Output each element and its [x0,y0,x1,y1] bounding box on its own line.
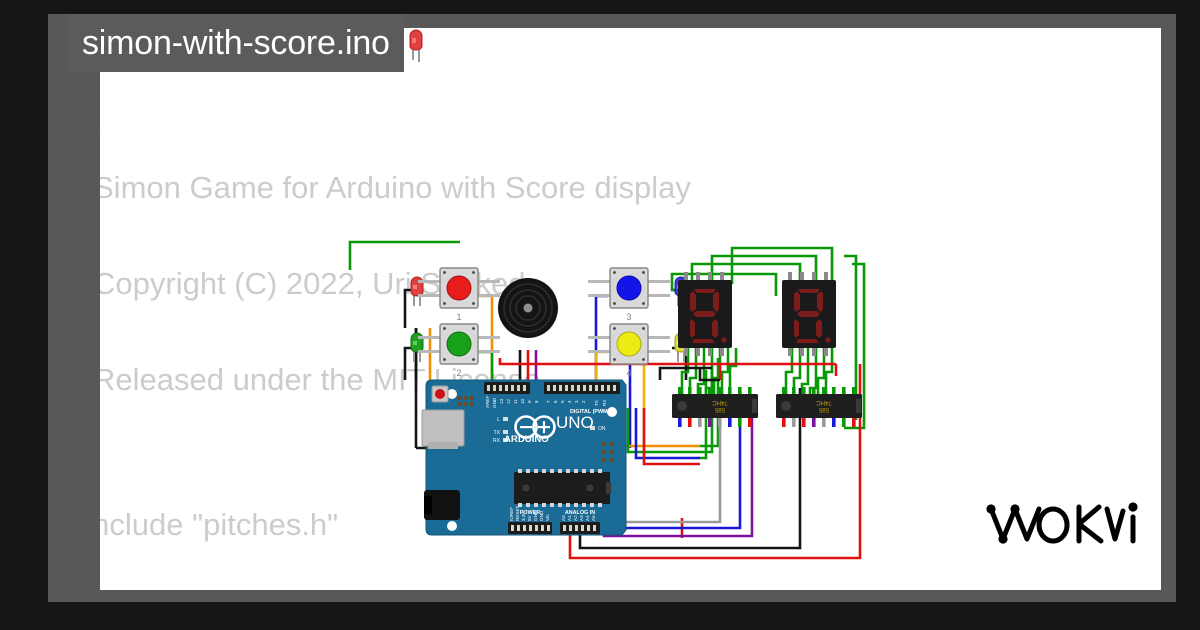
seven-segment-display-1[interactable] [678,272,732,356]
pin-label-gnd1: GND [533,510,538,521]
pushbutton-yellow[interactable]: 4 [588,323,670,378]
pin-label-12: 12 [506,398,511,404]
board-brand: ARDUINO [504,434,549,445]
pushbutton-red-label: 1 [456,312,461,322]
crop-band-top [0,0,1200,14]
pin-label-4: 4 [567,400,572,403]
analog-header-label: ANALOG IN [565,510,595,516]
board-model: UNO [556,413,594,432]
crop-band-left [0,0,48,630]
pin-label-8: 8 [534,400,539,403]
pushbutton-red[interactable]: 1 [418,267,500,322]
shift-register-2-part: 74HC [816,399,832,405]
file-title-bar: simon-with-score.ino [68,14,404,72]
pin-label-5v: 5V [527,514,532,521]
pin-label-9: 9 [527,400,532,403]
pin-label-a2: A2 [573,515,578,521]
usb-connector [421,409,465,449]
red-led-standalone[interactable] [409,29,423,62]
pin-label-13: 13 [499,398,504,404]
buzzer[interactable] [498,278,558,338]
pin-label-a0: A0 [561,515,566,521]
pin-label-3v3: 3.3V [521,511,526,521]
arduino-uno-board[interactable]: AREF GND 13 12 11 10 9 8 7 6 5 4 3 2 [421,379,627,536]
led-label-l: L [497,417,500,423]
seven-segment-display-2[interactable] [782,272,836,356]
pin-label-2: 2 [581,400,586,403]
led-label-tx: TX [494,430,501,436]
shift-register-2-number: 595 [818,406,829,412]
microcontroller-chip [514,469,611,507]
pin-label-10: 10 [520,398,525,404]
led-label-on: ON [598,426,606,432]
pin-label-vin: Vin [545,514,550,521]
pin-label-a3: A3 [579,515,584,521]
pushbutton-green[interactable]: 2 [418,323,500,378]
power-jack [424,490,460,520]
pin-label-gnd2: GND [539,510,544,521]
pin-label-7: 7 [546,400,551,403]
digital-header[interactable]: AREF GND 13 12 11 10 9 8 7 6 5 4 3 2 [484,382,620,415]
pin-label-a4: A4 [585,515,590,521]
pin-label-ioref: IOREF [509,507,514,521]
pin-label-rx: RX [602,400,607,406]
pin-label-reset: RESET [515,505,520,521]
project-canvas: /** Simon Game for Arduino with Score di… [100,28,1161,590]
power-header[interactable]: IOREF RESET 3.3V 5V GND GND Vin POWER [508,505,552,534]
crop-band-right [1176,0,1200,630]
shift-register-1-number: 595 [714,406,725,412]
pin-label-a1: A1 [567,515,572,521]
analog-header[interactable]: A0 A1 A2 A3 A4 A5 ANALOG IN [560,510,600,534]
pin-label-tx: TX [594,400,599,406]
pin-label-3: 3 [574,400,579,403]
digital-header-label: DIGITAL (PWM ~) [570,409,614,415]
pin-label-a5: A5 [591,515,596,521]
pushbutton-yellow-label: 4 [626,368,631,378]
pushbutton-blue[interactable]: 3 [588,267,670,322]
pin-label-6: 6 [553,400,558,403]
pushbutton-green-label: 2 [456,368,461,378]
wokwi-logo [983,497,1143,554]
pin-label-gnd: GND [492,397,497,408]
shift-register-1-part: 74HC [712,399,728,405]
pushbutton-blue-label: 3 [626,312,631,322]
reset-button[interactable] [431,385,449,403]
circuit-diagram: 1 2 [348,29,866,560]
led-label-rx: RX [493,438,501,444]
shift-register-2[interactable]: 595 74HC [776,387,862,427]
arduino-infinity-logo [514,415,556,439]
shift-register-1[interactable]: 595 74HC [672,387,758,427]
pin-label-11: 11 [513,399,518,404]
file-title: simon-with-score.ino [82,23,390,62]
pin-label-5: 5 [560,400,565,403]
crop-band-bottom [0,602,1200,630]
power-header-label: POWER [520,510,540,516]
pin-label-aref: AREF [485,396,490,408]
